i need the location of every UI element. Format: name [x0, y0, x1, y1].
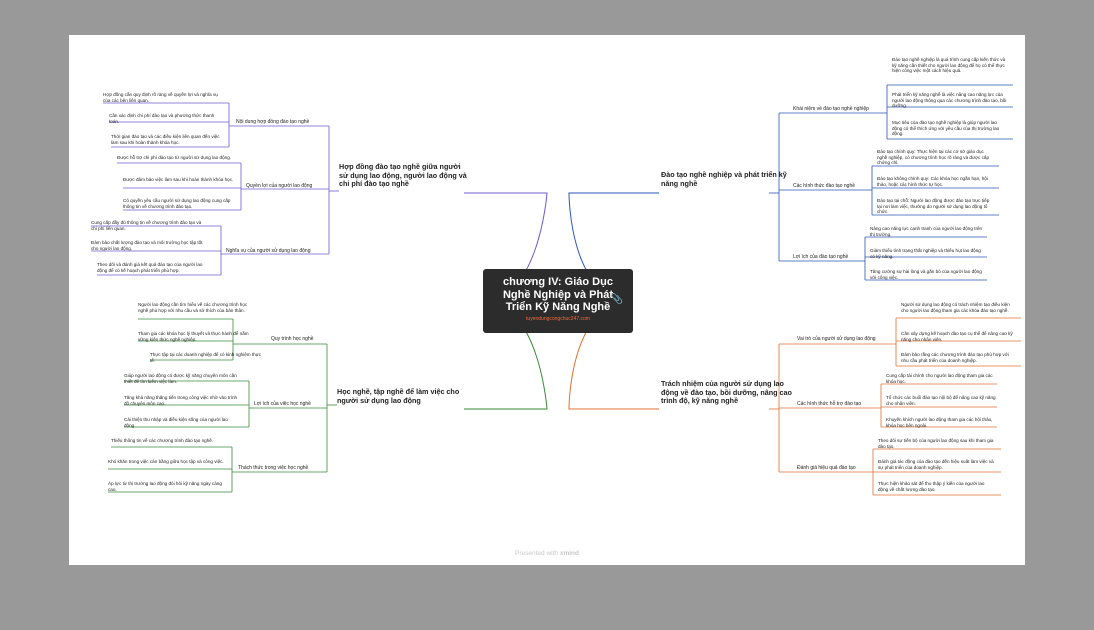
leaf-topic[interactable]: Được hỗ trợ chi phí đào tạo từ người sử …: [117, 155, 232, 160]
leaf-topic[interactable]: Đào tạo không chính quy: Các khóa học ng…: [877, 176, 988, 187]
leaf-topic[interactable]: Theo dõi sự tiến bộ của người lao động s…: [878, 438, 994, 449]
main-topic-top-right[interactable]: Đào tạo nghề nghiệp và phát triển kỹ năn…: [661, 170, 787, 188]
leaf-topic[interactable]: Áp lực từ thị trường lao động đòi hỏi kỹ…: [108, 481, 222, 492]
leaf-topic[interactable]: Người lao động cần tìm hiểu về các chươn…: [138, 302, 248, 313]
mindmap-canvas: chương IV: Giáo Dục Nghề Nghiệp và Phát …: [69, 35, 1025, 565]
leaf-topic[interactable]: Đảm bảo chất lượng đào tạo và môi trường…: [91, 240, 203, 251]
leaf-topic[interactable]: Tăng khả năng thăng tiến trong công việc…: [124, 395, 238, 406]
subtopic[interactable]: Nội dung hợp đồng đào tạo nghề: [236, 119, 310, 125]
paperclip-icon: 📎: [610, 294, 623, 305]
leaf-topic[interactable]: Khuyến khích người lao động tham gia các…: [886, 417, 993, 428]
subtopic[interactable]: Vai trò của người sử dụng lao động: [797, 336, 876, 342]
leaf-topic[interactable]: Đào tạo nghề nghiệp là quá trình cung cấ…: [892, 57, 1006, 74]
leaf-topic[interactable]: Tăng cường sự hài lòng và gắn bó của ngư…: [870, 269, 982, 280]
footer-prefix: Presented with: [515, 550, 559, 557]
leaf-topic[interactable]: Phát triển kỹ năng nghề là việc nâng cao…: [892, 92, 1007, 109]
subtopic[interactable]: Đánh giá hiệu quả đào tạo: [797, 465, 856, 471]
subtopic[interactable]: Quyền lợi của người lao động: [246, 183, 313, 189]
leaf-topic[interactable]: Cần xác định chi phí đào tạo và phương t…: [109, 113, 215, 124]
leaf-topic[interactable]: Cung cấp tài chính cho người lao động th…: [886, 373, 993, 384]
central-topic-title: chương IV: Giáo Dục Nghề Nghiệp và Phát …: [502, 276, 614, 313]
leaf-topic[interactable]: Tổ chức các buổi đào tạo nội bộ để nâng …: [886, 395, 996, 406]
leaf-topic[interactable]: Thực tập tại các doanh nghiệp để có kinh…: [150, 352, 262, 363]
leaf-topic[interactable]: Thời gian đào tạo và các điều kiện liên …: [111, 134, 220, 145]
main-topic-bottom-left[interactable]: Học nghề, tập nghề để làm việc cho người…: [337, 387, 460, 405]
leaf-topic[interactable]: Tham gia các khóa học lý thuyết và thực …: [138, 331, 249, 342]
leaf-topic[interactable]: Đảm bảo rằng các chương trình đào tạo ph…: [901, 352, 1009, 363]
leaf-topic[interactable]: Người sử dụng lao động có trách nhiệm tạ…: [901, 302, 1010, 313]
subtopic[interactable]: Lợi ích của việc học nghề: [254, 401, 311, 407]
subtopic[interactable]: Các hình thức hỗ trợ đào tạo: [797, 401, 862, 407]
leaf-topic[interactable]: Theo dõi và đánh giá kết quả đào tạo của…: [97, 262, 203, 273]
leaf-topic[interactable]: Cung cấp đầy đủ thông tin về chương trìn…: [91, 220, 202, 231]
leaf-topic[interactable]: Đánh giá tác động của đào tạo đến hiệu s…: [878, 459, 994, 470]
leaf-topic[interactable]: Giảm thiểu tình trạng thất nghiệp và thi…: [870, 248, 981, 259]
leaf-topic[interactable]: Giúp người lao động có được kỹ năng chuy…: [124, 373, 237, 384]
central-topic-subtitle: tuyendungcongchuc247.com: [526, 315, 590, 322]
leaf-topic[interactable]: Hợp đồng cần quy định rõ ràng về quyền l…: [103, 92, 218, 103]
presented-with-footer: Presented with xmind: [69, 550, 1025, 557]
subtopic[interactable]: Các hình thức đào tạo nghề: [793, 183, 856, 189]
main-topic-top-left[interactable]: Hợp đồng đào tạo nghề giữa người sử dụng…: [339, 162, 467, 189]
leaf-topic[interactable]: Khó khăn trong việc cân bằng giữa học tậ…: [108, 459, 224, 464]
leaf-topic[interactable]: Cải thiện thu nhập và điều kiện sống của…: [124, 417, 228, 428]
leaf-topic[interactable]: Nâng cao năng lực cạnh tranh của người l…: [870, 226, 983, 237]
subtopic[interactable]: Thách thức trong việc học nghề: [238, 465, 309, 471]
connector-lines: [91, 84, 1021, 496]
leaf-topic[interactable]: Thực hiện khảo sát để thu thập ý kiến củ…: [878, 481, 985, 492]
leaf-topic[interactable]: Được đảm bảo việc làm sau khi hoàn thành…: [123, 177, 234, 182]
subtopic[interactable]: Quy trình học nghề: [271, 336, 314, 342]
leaf-topic[interactable]: Mục tiêu của đào tạo nghề nghiệp là giúp…: [892, 120, 1000, 137]
leaf-topic[interactable]: Thiếu thông tin về các chương trình đào …: [111, 438, 214, 443]
subtopic[interactable]: Lợi ích của đào tạo nghề: [793, 254, 849, 260]
leaf-topic[interactable]: Cần xây dựng kế hoạch đào tạo cụ thể để …: [901, 331, 1013, 342]
xmind-brand: xmind: [559, 550, 579, 557]
subtopic[interactable]: Nghĩa vụ của người sử dụng lao động: [226, 248, 311, 254]
subtopic[interactable]: Khái niệm về đào tạo nghề nghiệp: [793, 106, 869, 112]
main-topic-bottom-right[interactable]: Trách nhiệm của người sử dụng lao động v…: [661, 379, 792, 406]
leaf-topic[interactable]: Đào tạo tại chỗ: Người lao động được đào…: [877, 198, 990, 215]
central-topic[interactable]: chương IV: Giáo Dục Nghề Nghiệp và Phát …: [483, 269, 633, 333]
leaf-topic[interactable]: Có quyền yêu cầu người sử dụng lao động …: [123, 198, 231, 209]
leaf-topic[interactable]: Đào tạo chính quy: Thực hiện tại các cơ …: [877, 149, 990, 166]
